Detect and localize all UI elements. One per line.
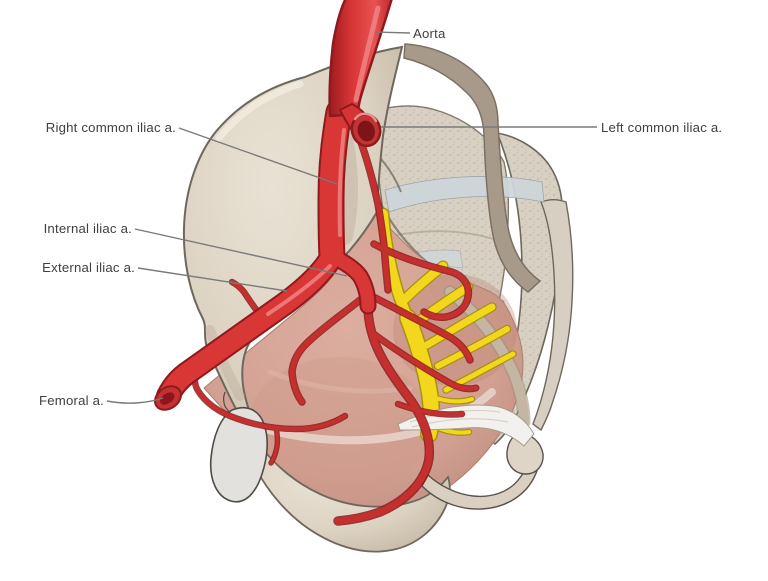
label-internal-iliac: Internal iliac a. xyxy=(44,221,348,277)
obturator-artery xyxy=(289,297,363,405)
leader-right-common-iliac xyxy=(178,127,338,185)
label-external-iliac: External iliac a. xyxy=(42,260,288,292)
left-common-iliac-artery-cut xyxy=(338,102,382,148)
lateral-sacral-artery xyxy=(371,241,471,320)
leader-external-iliac xyxy=(137,267,288,292)
leader-femoral xyxy=(106,397,164,404)
ischium-bone xyxy=(241,436,451,553)
label-internal-iliac-text: Internal iliac a. xyxy=(44,221,132,236)
label-femoral: Femoral a. xyxy=(39,393,164,408)
label-external-iliac-text: External iliac a. xyxy=(42,260,135,275)
lumbosacral-disc xyxy=(384,176,545,213)
inferior-gluteal-artery xyxy=(371,331,479,391)
femoral-artery-cut xyxy=(154,385,182,411)
label-right-common-iliac: Right common iliac a. xyxy=(46,120,338,185)
label-aorta: Aorta xyxy=(374,26,446,41)
internal-pudendal-artery xyxy=(334,302,433,525)
leader-internal-iliac xyxy=(134,228,348,277)
label-left-common-iliac: Left common iliac a. xyxy=(381,120,722,135)
labels: Aorta Right common iliac a. Left common … xyxy=(39,26,722,408)
label-right-common-iliac-text: Right common iliac a. xyxy=(46,120,176,135)
label-aorta-text: Aorta xyxy=(413,26,446,41)
superior-gluteal-artery xyxy=(365,291,473,363)
leader-aorta xyxy=(374,31,411,34)
label-femoral-text: Femoral a. xyxy=(39,393,104,408)
median-sacral-artery xyxy=(351,121,391,293)
internal-iliac-artery xyxy=(325,249,375,313)
right-iliac-crest-band xyxy=(403,43,542,293)
label-left-common-iliac-text: Left common iliac a. xyxy=(601,120,722,135)
trochanter-bone xyxy=(209,391,268,503)
arteries xyxy=(154,0,480,526)
right-common-iliac-artery xyxy=(319,100,351,268)
